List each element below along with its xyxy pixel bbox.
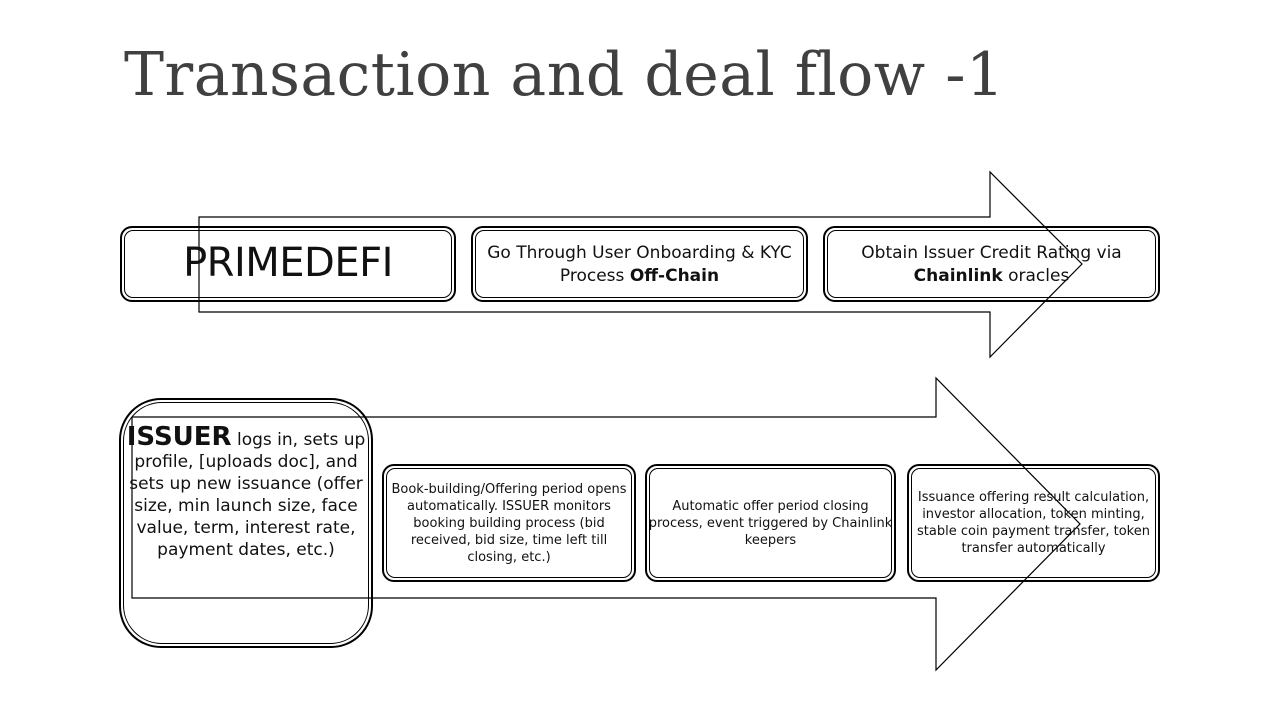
issuer-setup-text: ISSUER logs in, sets up profile, [upload… — [126, 422, 366, 560]
chainlink-label: Chainlink — [913, 266, 1003, 286]
off-chain-label: Off-Chain — [629, 266, 720, 286]
issuer-label: ISSUER — [126, 422, 232, 452]
issuance-result-text: Issuance offering result calculation, in… — [917, 490, 1150, 556]
onboarding-kyc-text: Go Through User Onboarding & KYC Process… — [487, 243, 792, 286]
onboarding-kyc-box: Go Through User Onboarding & KYC Process… — [471, 226, 808, 302]
book-building-box: Book-building/Offering period opens auto… — [382, 464, 636, 582]
primedefi-box: PRIMEDEFI — [120, 226, 456, 302]
row2-flow-arrow — [131, 376, 1081, 672]
primedefi-label: PRIMEDEFI — [183, 240, 393, 286]
issuer-setup-box: ISSUER logs in, sets up profile, [upload… — [119, 398, 373, 648]
issuance-result-box: Issuance offering result calculation, in… — [907, 464, 1160, 582]
book-building-text: Book-building/Offering period opens auto… — [391, 481, 627, 565]
credit-rating-box: Obtain Issuer Credit Rating via Chainlin… — [823, 226, 1160, 302]
credit-rating-text: Obtain Issuer Credit Rating via Chainlin… — [861, 243, 1122, 286]
offer-closing-box: Automatic offer period closing process, … — [645, 464, 896, 582]
slide-title: Transaction and deal flow -1 — [124, 40, 1005, 110]
row1-flow-arrow — [198, 170, 1083, 359]
offer-closing-text: Automatic offer period closing process, … — [648, 498, 893, 548]
